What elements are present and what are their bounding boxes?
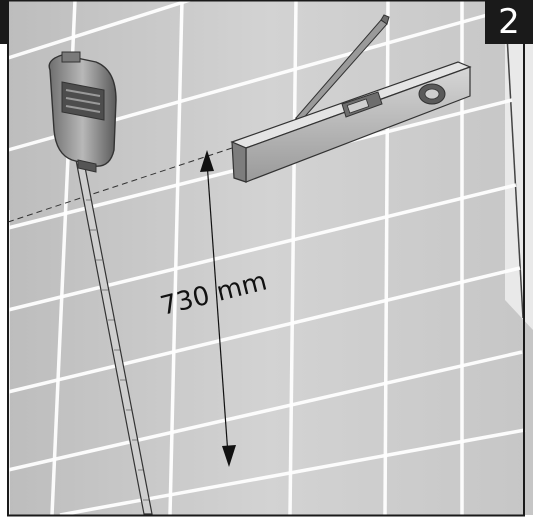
tape-measure-icon: [48, 51, 153, 515]
spirit-level-icon: [230, 61, 472, 183]
step-number: 2: [498, 2, 520, 42]
step-number-badge: 2: [485, 0, 533, 44]
corner-mark: [0, 0, 9, 44]
dimension-arrow: [200, 150, 236, 467]
measurement-label: 730 mm: [157, 266, 270, 321]
